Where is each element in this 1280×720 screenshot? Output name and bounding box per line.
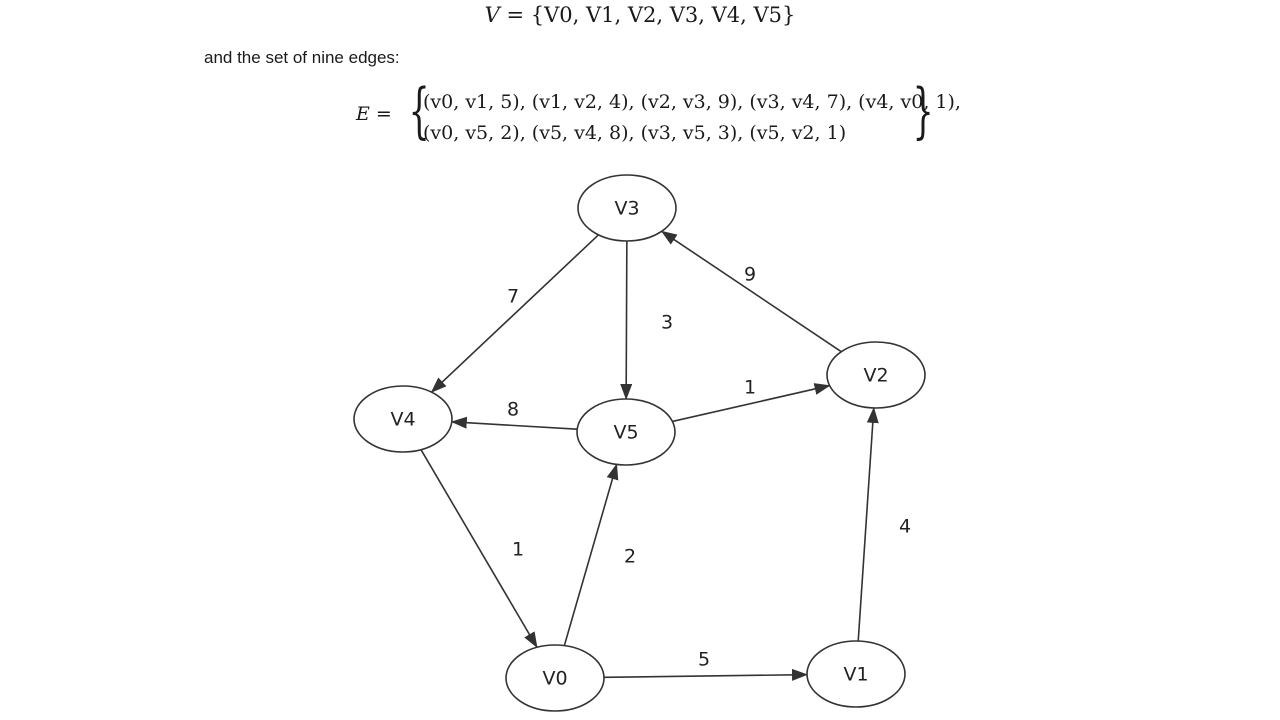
node-v4: V4 — [353, 385, 453, 453]
edge-weight-label: 8 — [507, 399, 519, 421]
edge-weight-label: 7 — [507, 286, 519, 308]
node-label: V0 — [542, 668, 567, 690]
node-label: V4 — [390, 409, 415, 431]
edge-set-close-brace: } — [912, 76, 934, 146]
node-ellipse — [505, 644, 605, 712]
node-ellipse — [806, 640, 906, 708]
node-label: V1 — [843, 664, 868, 686]
edge-v3-v5 — [620, 240, 633, 401]
edge-v5-v2 — [672, 383, 831, 423]
vertex-set-formula: V = {V0, V1, V2, V3, V4, V5} — [0, 0, 1280, 30]
edge-weight-label: 9 — [744, 264, 756, 286]
edges-intro-text: and the set of nine edges: — [204, 48, 400, 67]
node-label: V5 — [613, 422, 638, 444]
node-label: V3 — [614, 198, 639, 220]
edge-weight-label: 3 — [661, 312, 673, 334]
edge-set-open-brace: { — [408, 76, 430, 146]
node-ellipse — [353, 385, 453, 453]
node-v2: V2 — [826, 341, 926, 409]
edge-weight-label: 1 — [744, 377, 756, 399]
edge-v2-v3 — [660, 230, 842, 353]
node-v0: V0 — [505, 644, 605, 712]
edge-weight-label: 2 — [624, 546, 636, 568]
edge-set-lhs: E = — [356, 103, 392, 125]
edge-v0-v1 — [603, 668, 809, 681]
edge-weight-label: 4 — [899, 516, 911, 538]
node-ellipse — [576, 398, 676, 466]
edge-v5-v4 — [450, 416, 578, 430]
node-ellipse — [577, 174, 677, 242]
vertex-set-lhs: V = — [484, 3, 525, 27]
node-ellipse — [826, 341, 926, 409]
node-label: V2 — [863, 365, 888, 387]
vertex-set-rhs: {V0, V1, V2, V3, V4, V5} — [530, 3, 796, 27]
edge-set-row-2: (v0, v5, 2), (v5, v4, 8), (v3, v5, 3), (… — [423, 122, 847, 144]
edge-v0-v5 — [563, 463, 619, 646]
edge-weight-label: 5 — [698, 649, 710, 671]
node-v1: V1 — [806, 640, 906, 708]
edge-v1-v2 — [857, 406, 879, 642]
edge-v4-v0 — [420, 449, 538, 649]
node-v3: V3 — [577, 174, 677, 242]
edge-layer: 5 4 9 7 1 2 8 3 1 — [420, 230, 911, 681]
edge-weight-label: 1 — [512, 539, 524, 561]
edge-v3-v4 — [430, 234, 600, 393]
edge-set-row-1: (v0, v1, 5), (v1, v2, 4), (v2, v3, 9), (… — [423, 91, 961, 113]
node-v5: V5 — [576, 398, 676, 466]
